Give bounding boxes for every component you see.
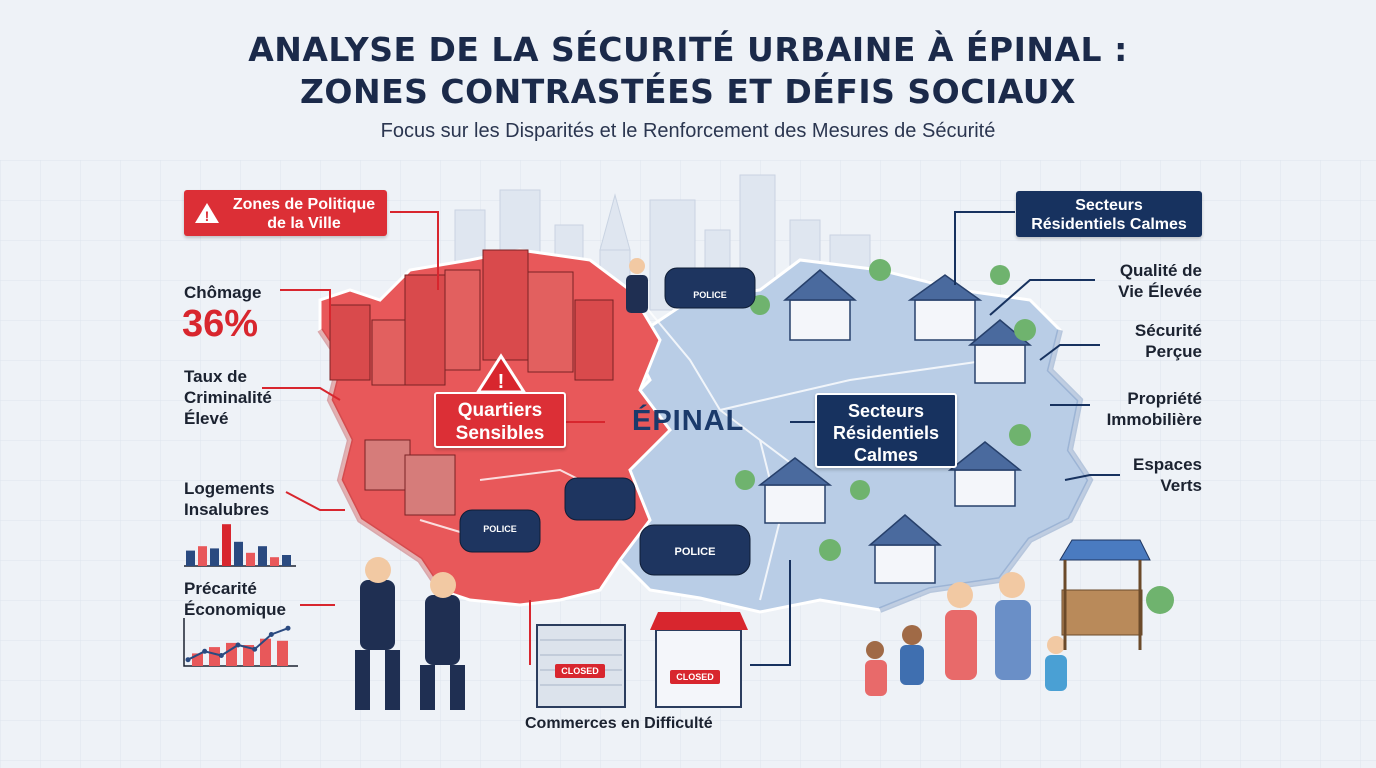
line-chart-precarite [183, 618, 298, 667]
line-chart-bar [243, 645, 254, 666]
secteurs-residentiels-badge: Secteurs Résidentiels Calmes [1016, 191, 1202, 237]
chomage-value: 36% [182, 303, 259, 345]
secteurs-badge-line2: Résidentiels Calmes [1031, 216, 1187, 233]
logements-label: Logements Insalubres [184, 478, 275, 520]
commerces-label: Commerces en Difficulté [525, 715, 713, 732]
quartiers-line1: Quartiers [457, 400, 543, 421]
trees [735, 259, 1174, 614]
line-chart-point [202, 648, 208, 654]
bar-chart-bar [282, 555, 291, 566]
police-officers [355, 258, 648, 710]
line-chart-point [218, 653, 224, 658]
espaces-line2: Verts [1160, 476, 1202, 495]
secteurs-map-badge: Secteurs Résidentiels Calmes [815, 393, 957, 468]
svg-text:!: ! [498, 371, 505, 393]
apartment-buildings [329, 249, 614, 516]
line-chart-bar [277, 640, 288, 666]
police-car-sign-1: POLICE [693, 290, 727, 300]
bar-chart-logements [184, 524, 296, 567]
page-subtitle: Focus sur les Disparités et le Renforcem… [380, 120, 996, 142]
securite-label: Sécurité Perçue [1050, 320, 1202, 362]
quartiers-line2: Sensibles [455, 423, 545, 444]
houses [757, 269, 1033, 584]
espaces-label: Espaces Verts [1050, 454, 1202, 496]
warning-icon: ! [195, 203, 219, 224]
propriete-label: Propriété Immobilière [1050, 388, 1202, 430]
page-title-line1: Analyse de la Sécurité Urbaine à Épinal … [248, 30, 1128, 69]
secteurs-map-line2: Résidentiels [832, 423, 940, 443]
bar-chart-bar [198, 546, 207, 566]
qualite-label: Qualité de Vie Élevée [1050, 260, 1202, 302]
closed-shops [536, 612, 748, 708]
closed-sign-2: CLOSED [670, 670, 720, 684]
line-chart-point [235, 642, 241, 648]
family [865, 572, 1067, 696]
bar-chart-bar [222, 524, 231, 566]
propriete-line1: Propriété [1127, 389, 1202, 408]
police-cars [459, 267, 756, 576]
qualite-line1: Qualité de [1119, 261, 1202, 280]
precarite-line1: Précarité [184, 579, 257, 598]
line-chart-bar [226, 642, 237, 666]
zones-badge-line1: Zones de Politique [232, 196, 376, 213]
zones-politique-badge: ! Zones de Politique de la Ville [184, 190, 387, 236]
bar-chart-bar [234, 541, 243, 566]
bar-chart-bar [270, 557, 279, 566]
chomage-label: Chômage [184, 283, 262, 302]
line-chart-bar [209, 647, 220, 666]
bar-chart-bar [258, 546, 267, 566]
zones-badge-line2: de la Ville [267, 215, 341, 232]
market-stall [1059, 539, 1151, 650]
svg-text:!: ! [205, 208, 210, 224]
secteurs-map-line3: Calmes [853, 445, 919, 465]
logements-line1: Logements [184, 479, 275, 498]
precarite-label: Précarité Économique [184, 578, 286, 620]
quartiers-sensibles-badge: Quartiers Sensibles [434, 392, 566, 448]
page-title-line2: Zones Contrastées et Défis Sociaux [300, 72, 1076, 111]
line-chart-bar [192, 653, 203, 666]
line-chart-bar [260, 638, 271, 666]
criminalite-line3: Élevé [184, 409, 229, 428]
criminalite-label: Taux de Criminalité Élevé [184, 366, 272, 429]
line-chart-point [185, 657, 191, 663]
qualite-line2: Vie Élevée [1118, 282, 1202, 301]
connector-lines-left [262, 211, 605, 665]
bar-chart-bar [210, 548, 219, 566]
criminalite-line1: Taux de [184, 367, 247, 386]
espaces-line1: Espaces [1133, 455, 1202, 474]
propriete-line2: Immobilière [1106, 410, 1202, 429]
secteurs-map-line1: Secteurs [847, 401, 925, 421]
bar-chart-bar [246, 552, 255, 566]
police-car-sign-3: POLICE [674, 546, 716, 558]
criminalite-line2: Criminalité [184, 388, 272, 407]
line-chart-point [285, 625, 291, 631]
precarite-line2: Économique [184, 600, 287, 619]
closed-sign-1: CLOSED [555, 664, 605, 678]
line-chart-point [268, 632, 274, 637]
logements-line2: Insalubres [184, 500, 270, 519]
line-chart-point [252, 646, 258, 652]
police-car-sign-2: POLICE [483, 524, 517, 534]
connector-lines-right [750, 211, 1120, 666]
securite-line2: Perçue [1145, 342, 1202, 361]
bar-chart-bar [186, 550, 195, 566]
secteurs-badge-line1: Secteurs [1075, 197, 1143, 214]
epinal-label: ÉPINAL [632, 405, 745, 437]
securite-line1: Sécurité [1134, 321, 1202, 340]
